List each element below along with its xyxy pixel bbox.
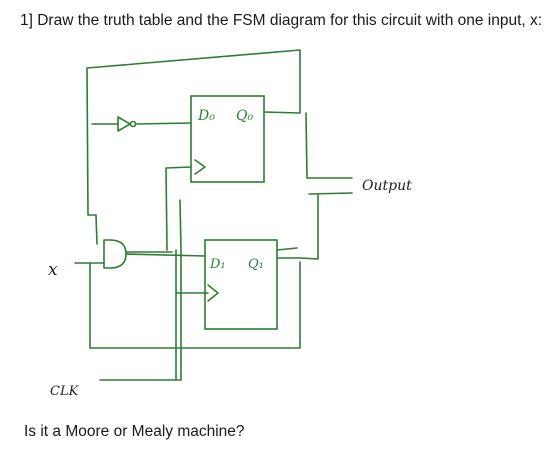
- question-text: 1] Draw the truth table and the FSM diag…: [20, 12, 543, 29]
- wire-d0-in-b: [135, 122, 192, 125]
- input-x-label: x: [48, 260, 58, 280]
- and-gate: [103, 239, 127, 269]
- inverter: [117, 116, 131, 132]
- inverter-bubble: [129, 120, 137, 128]
- wire-q1-right: [276, 194, 319, 260]
- wire-clk-main: [99, 199, 182, 381]
- wire-q1-loop: [89, 261, 301, 349]
- ff0-clock-triangle: [194, 159, 206, 175]
- flip-flop-0: [190, 95, 265, 183]
- wire-and-out-d1: [125, 253, 206, 257]
- ff1-d-label: D₁: [209, 257, 226, 272]
- ff0-d-label: D₀: [197, 108, 215, 124]
- ff0-q-label: Q₀: [236, 108, 253, 124]
- flip-flop-1: [204, 239, 278, 330]
- wire-q1-stub: [276, 247, 298, 251]
- wire-clk-ff0: [165, 166, 192, 251]
- footer-question: Is it a Moore or Mealy machine?: [24, 423, 245, 440]
- wire-q0-feedback: [86, 49, 301, 245]
- output-label: Output: [362, 178, 412, 194]
- clock-label: CLK: [50, 384, 80, 399]
- wire-q1-output: [308, 192, 353, 195]
- wire-q0-output: [305, 112, 353, 179]
- ff1-clock-triangle: [207, 284, 219, 302]
- ff1-q-label: Q₁: [248, 257, 264, 272]
